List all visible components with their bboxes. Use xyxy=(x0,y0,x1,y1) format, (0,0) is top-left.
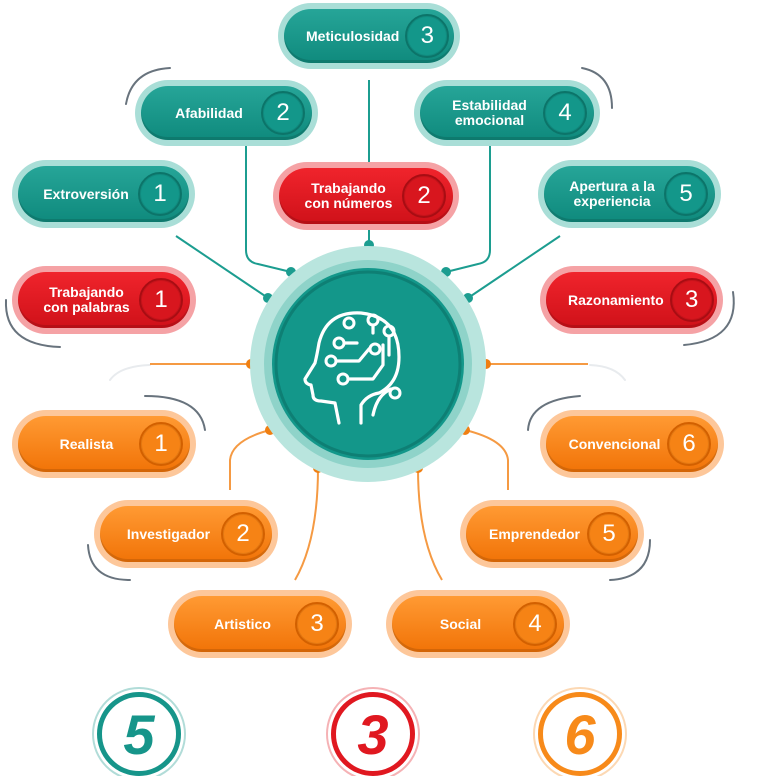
pill-number: 3 xyxy=(405,14,450,58)
orange-total-badge: 6 xyxy=(538,692,622,776)
pill-artistico: Artistico 3 xyxy=(168,590,352,658)
pill-extroversion: Extroversión 1 xyxy=(12,160,195,228)
pill-number: 5 xyxy=(664,172,708,216)
pill-emprendedor: Emprendedor 5 xyxy=(460,500,644,568)
pill-label: Trabajando con palabras xyxy=(43,284,130,315)
pill-apertura-a-la-experiencia: Apertura a la experiencia 5 xyxy=(538,160,721,228)
brain-circuit-head-icon xyxy=(303,311,401,425)
pill-number: 4 xyxy=(513,602,557,646)
pill-label: Artistico xyxy=(214,615,271,632)
pill-number: 6 xyxy=(667,422,711,466)
pill-label: Investigador xyxy=(126,525,211,542)
pill-number: 1 xyxy=(138,172,182,216)
pill-number: 3 xyxy=(295,602,339,646)
pill-number: 2 xyxy=(221,512,265,556)
pill-trabajando-con-palabras: Trabajando con palabras 1 xyxy=(12,266,196,334)
pill-meticulosidad: Meticulosidad 3 xyxy=(278,3,460,69)
pill-number: 4 xyxy=(543,91,587,135)
pill-investigador: Investigador 2 xyxy=(94,500,278,568)
pill-number: 5 xyxy=(587,512,631,556)
pill-label: Emprendedor xyxy=(488,525,580,542)
pill-label: Trabajando con números xyxy=(304,180,393,211)
pill-realista: Realista 1 xyxy=(12,410,196,478)
pill-trabajando-con-numeros: Trabajando con números 2 xyxy=(273,162,459,230)
pill-number: 2 xyxy=(261,91,305,135)
central-brain-hub xyxy=(249,245,487,483)
pill-label: Apertura a la experiencia xyxy=(569,178,655,209)
pill-razonamiento: Razonamiento 3 xyxy=(540,266,723,334)
teal-total-badge: 5 xyxy=(97,692,181,776)
pill-number: 1 xyxy=(139,422,183,466)
pill-label: Realista xyxy=(59,435,114,452)
pill-label: Convencional xyxy=(568,435,661,452)
pill-label: Social xyxy=(439,615,482,632)
pill-convencional: Convencional 6 xyxy=(540,410,724,478)
pill-afabilidad: Afabilidad 2 xyxy=(135,80,318,146)
pill-estabilidad-emocional: Estabilidad emocional 4 xyxy=(414,80,600,146)
red-total-badge: 3 xyxy=(331,692,415,776)
pill-label: Meticulosidad xyxy=(306,27,400,44)
pill-label: Razonamiento xyxy=(568,291,664,308)
pill-number: 3 xyxy=(669,278,714,322)
pill-social: Social 4 xyxy=(386,590,570,658)
pill-number: 1 xyxy=(139,278,183,322)
pill-label: Estabilidad emocional xyxy=(452,97,527,128)
pill-number: 2 xyxy=(402,174,446,218)
pill-label: Afabilidad xyxy=(175,104,243,121)
pill-label: Extroversión xyxy=(43,185,129,202)
